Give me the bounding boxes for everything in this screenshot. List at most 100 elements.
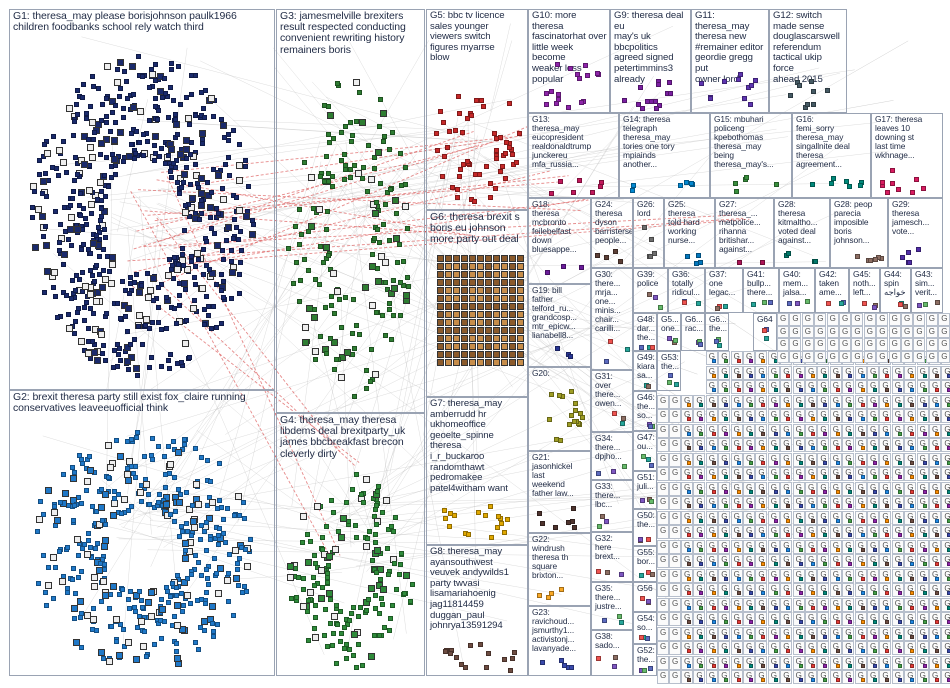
vertex[interactable] [98,198,104,204]
vertex[interactable] [189,92,195,98]
vertex[interactable] [673,338,679,344]
vertex[interactable] [227,551,233,557]
singleton-group[interactable]: G [755,539,768,554]
vertex[interactable] [798,591,803,595]
vertex[interactable] [848,605,853,610]
singleton-group[interactable]: G [829,641,842,655]
vertex[interactable] [469,278,476,286]
vertex[interactable] [179,529,185,535]
vertex[interactable] [910,402,915,407]
vertex[interactable] [174,361,180,367]
vertex[interactable] [379,313,385,319]
singleton-group[interactable]: G [693,496,706,510]
vertex[interactable] [68,202,73,208]
vertex[interactable] [453,342,460,350]
singleton-group[interactable]: G [863,338,876,351]
vertex[interactable] [798,475,803,479]
vertex[interactable] [905,249,911,255]
vertex[interactable] [181,436,187,442]
vertex[interactable] [210,166,216,172]
vertex[interactable] [724,518,729,523]
singleton-group[interactable]: G [829,496,842,510]
vertex[interactable] [96,178,104,186]
vertex[interactable] [372,210,380,218]
vertex[interactable] [761,475,766,479]
vertex[interactable] [401,591,407,597]
vertex[interactable] [699,547,704,552]
vertex[interactable] [860,620,865,624]
vertex[interactable] [108,280,116,288]
singleton-group[interactable]: G [805,641,817,655]
vertex[interactable] [823,489,828,494]
singleton-group[interactable]: G [730,583,743,597]
vertex[interactable] [935,489,939,494]
vertex[interactable] [294,259,300,265]
vertex[interactable] [181,554,189,562]
vertex[interactable] [53,564,59,570]
vertex[interactable] [695,253,701,259]
vertex[interactable] [485,278,492,286]
vertex[interactable] [379,595,385,601]
vertex[interactable] [935,446,939,450]
vertex[interactable] [209,621,215,627]
vertex[interactable] [136,324,142,330]
vertex[interactable] [145,294,153,302]
vertex[interactable] [312,633,320,641]
singleton-group[interactable]: G [842,365,855,380]
vertex[interactable] [565,105,571,111]
vertex[interactable] [84,551,92,559]
singleton-group[interactable]: G [851,350,864,364]
vertex[interactable] [76,597,84,605]
vertex[interactable] [437,286,444,294]
vertex[interactable] [342,151,348,157]
singleton-group[interactable]: G [681,641,693,655]
vertex[interactable] [124,96,130,102]
vertex[interactable] [124,304,132,312]
vertex[interactable] [182,228,188,233]
vertex[interactable] [44,268,52,276]
vertex[interactable] [172,111,178,117]
vertex[interactable] [159,145,165,151]
vertex[interactable] [382,624,388,630]
vertex[interactable] [301,160,307,166]
singleton-group[interactable]: G [879,394,892,409]
vertex[interactable] [835,562,840,566]
vertex[interactable] [372,605,378,611]
vertex[interactable] [229,268,237,276]
vertex[interactable] [749,547,753,552]
vertex[interactable] [922,678,927,682]
vertex[interactable] [347,617,353,623]
vertex[interactable] [341,624,347,630]
singleton-group[interactable]: G [814,325,827,339]
vertex[interactable] [114,438,120,444]
vertex[interactable] [149,435,155,441]
vertex[interactable] [83,488,89,494]
singleton-group[interactable]: G [693,641,706,655]
vertex[interactable] [80,269,86,275]
singleton-group[interactable]: G [743,583,755,597]
vertex[interactable] [786,533,791,537]
singleton-group[interactable]: G [817,423,830,438]
vertex[interactable] [215,542,221,548]
vertex[interactable] [98,218,104,224]
vertex[interactable] [761,359,766,363]
vertex[interactable] [885,504,890,508]
singleton-group[interactable]: G [941,641,950,655]
vertex[interactable] [162,454,168,460]
vertex[interactable] [736,259,742,265]
singleton-group[interactable]: G [780,655,793,670]
vertex[interactable] [711,663,716,668]
vertex[interactable] [339,514,347,522]
vertex[interactable] [354,471,359,477]
vertex[interactable] [233,574,241,582]
vertex[interactable] [181,280,189,288]
vertex[interactable] [89,627,95,633]
vertex[interactable] [437,342,444,350]
vertex[interactable] [622,464,628,470]
singleton-group[interactable]: G [755,655,768,670]
vertex[interactable] [330,510,336,515]
vertex[interactable] [183,317,189,323]
vertex[interactable] [322,103,328,109]
singleton-group[interactable]: G [767,670,780,684]
vertex[interactable] [485,342,492,350]
